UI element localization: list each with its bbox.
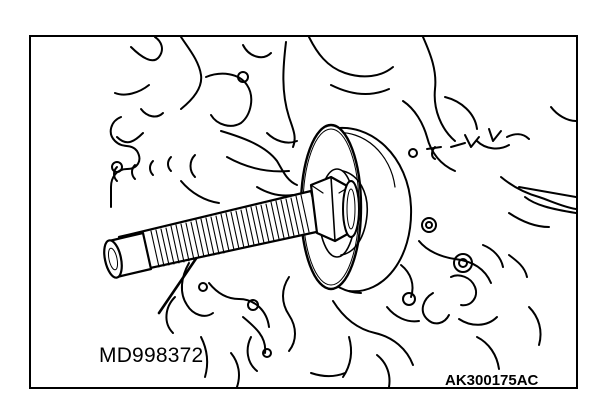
tool-number-label: MD998372 [99,344,204,367]
figure-code: AK300175AC [445,372,539,389]
hex-nut [309,175,360,243]
engine-block-outline [109,37,576,387]
figure-frame: MD998372 AK300175AC [29,35,578,389]
tool-illustration [103,37,576,387]
threaded-bolt [103,189,323,279]
